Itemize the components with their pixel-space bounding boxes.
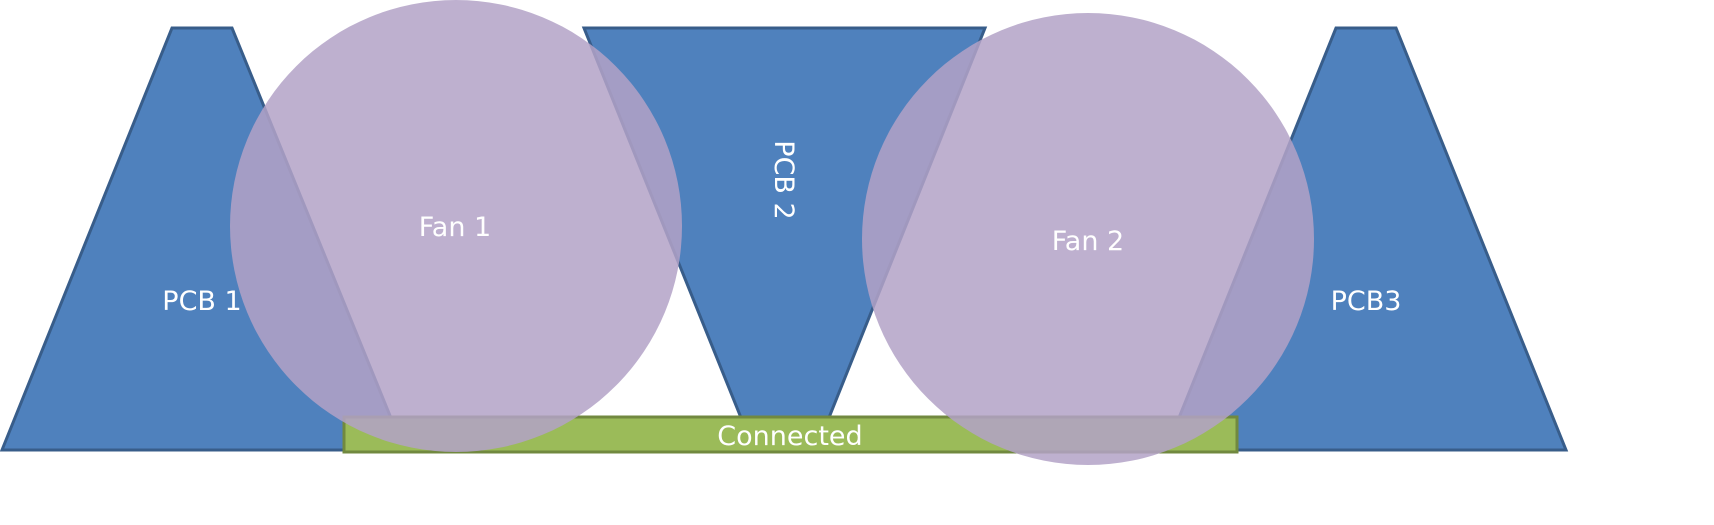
fan-2-shape bbox=[862, 13, 1314, 465]
fan-1: Fan 1 bbox=[230, 0, 682, 452]
fan-2-label: Fan 2 bbox=[1052, 226, 1124, 257]
fan-1-label: Fan 1 bbox=[419, 212, 491, 243]
pcb-3-label: PCB3 bbox=[1331, 286, 1402, 317]
fan-1-shape bbox=[230, 0, 682, 452]
fan-2: Fan 2 bbox=[862, 13, 1314, 465]
pcb-2-label: PCB 2 bbox=[768, 140, 799, 219]
pcb-1-label: PCB 1 bbox=[162, 286, 241, 317]
connector-label: Connected bbox=[717, 421, 862, 452]
